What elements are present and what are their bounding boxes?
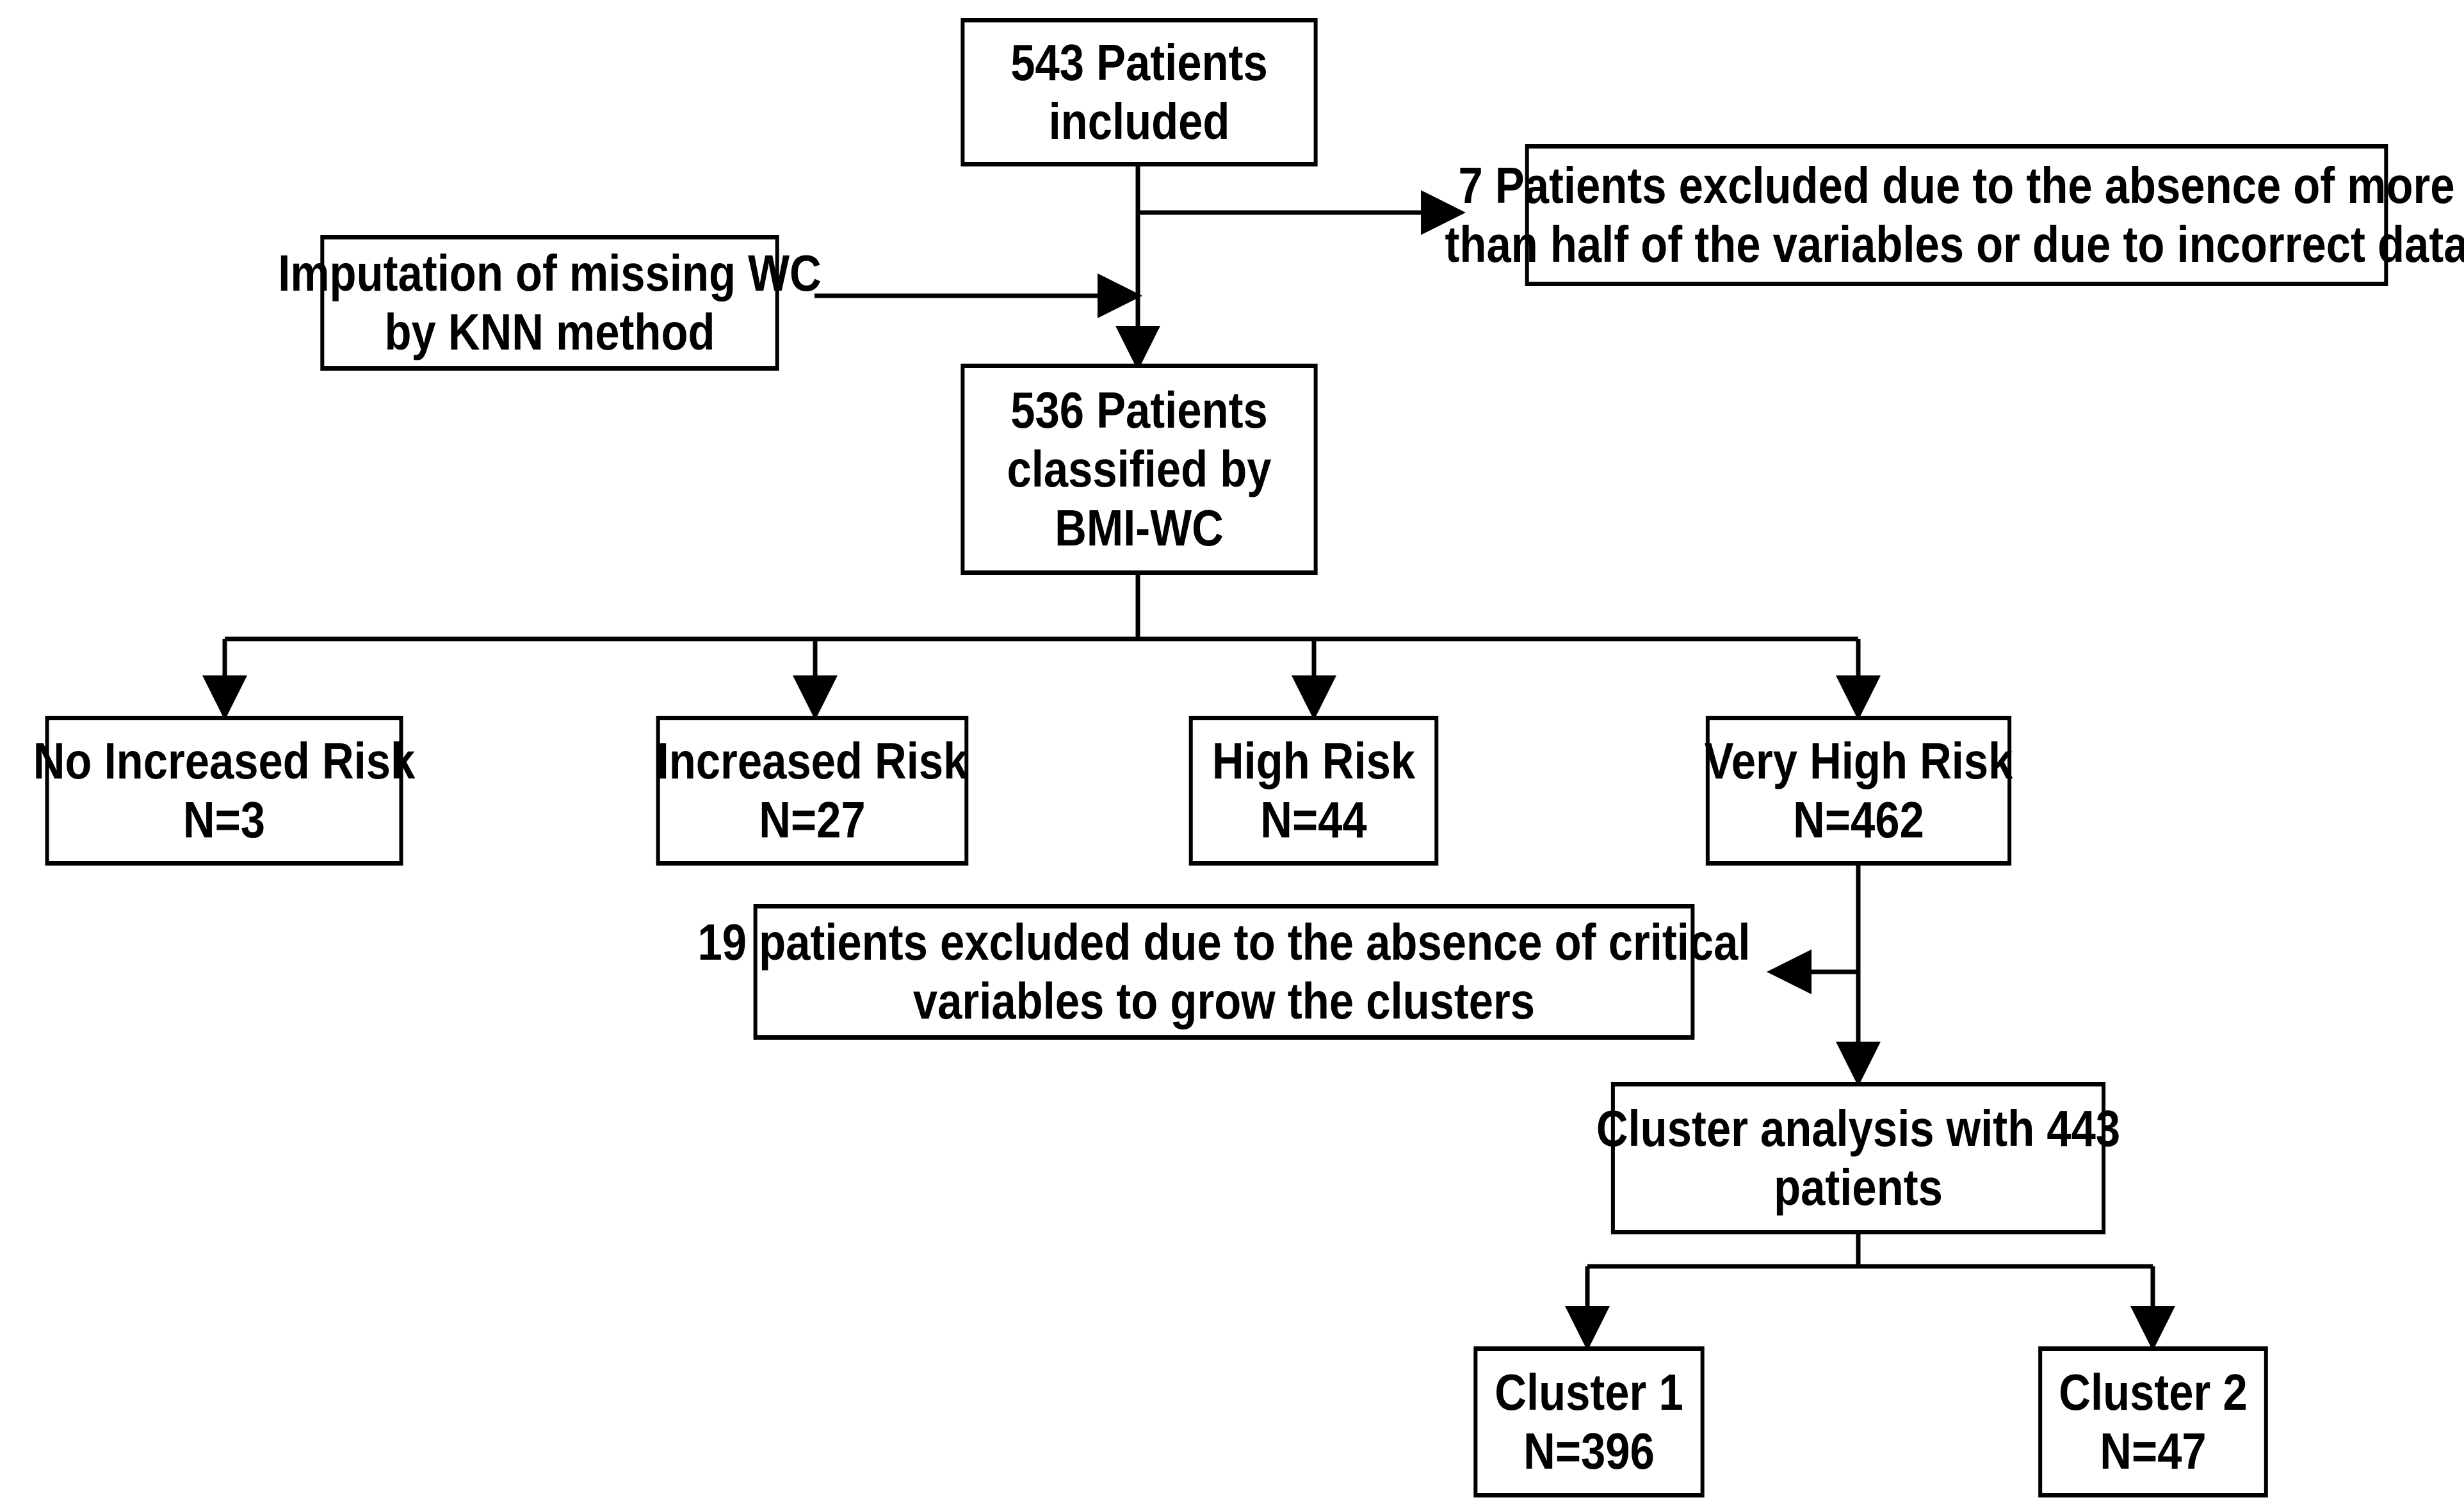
node-high-risk: High Risk N=44	[1188, 716, 1439, 866]
node-text: Cluster analysis with 443	[1596, 1100, 2121, 1157]
node-excluded-second: 19 patients excluded due to the absence …	[697, 904, 1751, 1040]
node-text: N=3	[182, 791, 266, 848]
node-very-high-risk: Very High Risk N=462	[1704, 716, 2013, 866]
node-text: N=396	[1523, 1423, 1655, 1480]
node-text: No Increased Risk	[33, 732, 416, 789]
node-text: included	[1048, 93, 1230, 150]
node-cluster-1: Cluster 1 N=396	[1473, 1346, 1705, 1497]
node-text: Increased Risk	[656, 732, 968, 789]
node-text: BMI-WC	[1055, 499, 1224, 556]
node-text: N=27	[759, 791, 866, 848]
node-text: by KNN method	[384, 303, 715, 360]
node-text: 536 Patients	[1010, 382, 1268, 439]
node-text: classified by	[1007, 440, 1272, 497]
node-text: variables to grow the clusters	[912, 972, 1536, 1029]
node-text: Imputation of missing WC	[278, 245, 822, 302]
node-patients-classified: 536 Patients classified by BMI-WC	[960, 364, 1318, 575]
node-patients-included: 543 Patients included	[960, 18, 1318, 166]
node-text: N=462	[1793, 791, 1924, 848]
node-increased-risk: Increased Risk N=27	[656, 716, 969, 866]
node-text: 19 patients excluded due to the absence …	[697, 914, 1751, 971]
node-text: than half of the variables or due to inc…	[1445, 216, 2464, 273]
node-text: Cluster 2	[2059, 1364, 2248, 1421]
node-excluded-first: 7 Patients excluded due to the absence o…	[1445, 144, 2464, 286]
node-text: 7 Patients excluded due to the absence o…	[1458, 157, 2455, 214]
node-text: N=44	[1260, 791, 1367, 848]
node-imputation: Imputation of missing WC by KNN method	[278, 235, 822, 371]
node-text: N=47	[2100, 1423, 2207, 1480]
node-cluster-2: Cluster 2 N=47	[2038, 1346, 2268, 1497]
node-text: patients	[1774, 1159, 1943, 1216]
node-text: Very High Risk	[1704, 732, 2013, 789]
node-text: Cluster 1	[1495, 1364, 1683, 1421]
node-text: High Risk	[1212, 732, 1416, 789]
node-no-increased-risk: No Increased Risk N=3	[33, 716, 415, 866]
node-cluster-analysis: Cluster analysis with 443 patients	[1596, 1082, 2120, 1234]
node-text: 543 Patients	[1010, 34, 1268, 91]
